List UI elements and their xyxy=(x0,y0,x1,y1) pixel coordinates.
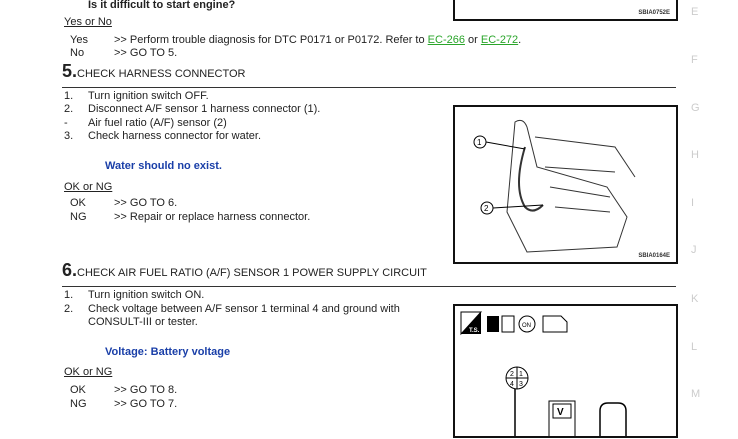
choice-label: Yes or No xyxy=(64,16,112,28)
figure-harness-connector: 1 2 SBIA0164E xyxy=(453,105,678,264)
step-num: 1. xyxy=(64,90,74,102)
ng-result: >> GO TO 7. xyxy=(114,398,178,410)
divider xyxy=(62,286,676,287)
ng-key: NG xyxy=(70,398,87,410)
divider xyxy=(62,87,676,88)
pin-3: 3 xyxy=(519,381,523,388)
callout-1: 1 xyxy=(477,138,482,147)
ok-result: >> GO TO 6. xyxy=(114,197,178,209)
step-num: - xyxy=(64,117,68,129)
ok-key: OK xyxy=(70,384,86,396)
step-text: Turn ignition switch ON. xyxy=(88,289,205,301)
yes-text: >> Perform trouble diagnosis for DTC P01… xyxy=(114,34,428,46)
pin-1: 1 xyxy=(519,371,523,378)
link-ec-272[interactable]: EC-272 xyxy=(480,34,519,46)
engine-icon xyxy=(542,315,568,333)
side-index-k[interactable]: K xyxy=(691,293,699,305)
step-text: Disconnect A/F sensor 1 harness connecto… xyxy=(88,103,321,115)
step-number: 6. xyxy=(62,260,78,280)
step-text: Check harness connector for water. xyxy=(88,130,262,142)
yes-key: Yes xyxy=(70,34,88,46)
step-num: 2. xyxy=(64,303,74,315)
pin-4: 4 xyxy=(510,381,514,388)
engine-illustration: 1 2 xyxy=(473,119,636,253)
side-index-m[interactable]: M xyxy=(691,388,701,400)
side-index-i[interactable]: I xyxy=(691,197,695,209)
step4-question: Is it difficult to start engine? xyxy=(88,0,236,11)
step-title: CHECK AIR FUEL RATIO (A/F) SENSOR 1 POWE… xyxy=(77,267,427,279)
ts-label: T.S. xyxy=(469,328,480,334)
callout-2: 2 xyxy=(484,204,489,213)
no-result: >> GO TO 5. xyxy=(114,47,178,59)
ts-icon: T.S. xyxy=(460,311,483,336)
side-index-l[interactable]: L xyxy=(691,341,698,353)
ng-key: NG xyxy=(70,211,87,223)
choice-label: OK or NG xyxy=(64,181,113,193)
ok-result: >> GO TO 8. xyxy=(114,384,178,396)
link-ec-266[interactable]: EC-266 xyxy=(427,34,465,46)
connector-disconnect-icon xyxy=(487,316,499,332)
step6-heading: 6.CHECK AIR FUEL RATIO (A/F) SENSOR 1 PO… xyxy=(62,260,427,281)
period: . xyxy=(518,34,522,46)
step-num: 2. xyxy=(64,103,74,115)
meter-label: V xyxy=(557,407,564,418)
step5-heading: 5.CHECK HARNESS CONNECTOR xyxy=(62,61,246,82)
step-number: 5. xyxy=(62,61,78,81)
figure-code: SBIA0164E xyxy=(638,253,670,259)
spec: Water should no exist. xyxy=(105,160,222,172)
ng-result: >> Repair or replace harness connector. xyxy=(114,211,311,223)
step-text: Turn ignition switch OFF. xyxy=(88,90,209,102)
spec: Voltage: Battery voltage xyxy=(105,346,231,358)
side-index-g[interactable]: G xyxy=(691,102,700,114)
side-index-h[interactable]: H xyxy=(691,149,699,161)
or-text: or xyxy=(464,34,481,46)
step-text: Air fuel ratio (A/F) sensor (2) xyxy=(88,117,227,129)
figure-code: SBIA0752E xyxy=(638,10,670,16)
yes-result: >> Perform trouble diagnosis for DTC P01… xyxy=(114,34,521,46)
step-text: Check voltage between A/F sensor 1 termi… xyxy=(88,303,400,315)
step-num: 3. xyxy=(64,130,74,142)
connector-icon xyxy=(501,315,515,333)
figure-step4: SBIA0752E xyxy=(453,0,678,21)
side-index-f[interactable]: F xyxy=(691,54,698,66)
step-title: CHECK HARNESS CONNECTOR xyxy=(77,68,246,80)
step-num: 1. xyxy=(64,289,74,301)
step-text: CONSULT-III or tester. xyxy=(88,316,198,328)
no-key: No xyxy=(70,47,85,59)
choice-label: OK or NG xyxy=(64,366,113,378)
side-index-e[interactable]: E xyxy=(691,6,699,18)
pin-2: 2 xyxy=(510,371,514,378)
on-label: ON xyxy=(522,323,531,329)
ignition-on-icon xyxy=(518,315,536,333)
ok-key: OK xyxy=(70,197,86,209)
side-index-j[interactable]: J xyxy=(691,244,697,256)
